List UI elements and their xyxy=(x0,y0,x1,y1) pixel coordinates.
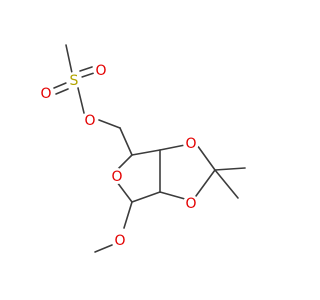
sulfur-label: S xyxy=(70,73,79,89)
bond-o-ring-c4 xyxy=(116,154,133,171)
bond-methyl-sulfur xyxy=(65,44,73,74)
bond-o-upper-cme2 xyxy=(196,144,216,171)
bond-o-ester-ch2 xyxy=(98,119,121,129)
bond-s-o-ester xyxy=(77,87,85,114)
methoxy-oxygen-label: O xyxy=(114,233,125,249)
bonds xyxy=(53,44,246,253)
sulfonyl-oxygen-lower: O xyxy=(38,85,54,102)
bond-c1-o-ring xyxy=(116,181,133,203)
sulfonyl-oxygen-upper: O xyxy=(93,62,109,79)
dioxolane-oxygen-upper: O xyxy=(183,135,199,152)
bond-c1-o-methoxy xyxy=(123,201,133,229)
dioxolane-oxygen-upper-label: O xyxy=(185,136,196,152)
bond-ch2-c4 xyxy=(119,127,133,156)
bond-s-o-lower-a xyxy=(53,82,67,89)
bond-cme2-o-lower xyxy=(195,169,216,197)
molecule-structure: S O O O O O O O xyxy=(38,44,246,253)
bond-c4-c3 xyxy=(131,149,161,156)
bond-o-methoxy-methyl xyxy=(94,244,113,253)
bond-s-o-upper-a xyxy=(79,66,93,72)
ester-oxygen-label: O xyxy=(84,113,95,129)
dioxolane-oxygen-lower: O xyxy=(183,195,199,212)
atom-labels: S O O O O O O O xyxy=(38,62,199,249)
ring-oxygen: O xyxy=(109,168,125,185)
sulfur-atom: S xyxy=(66,72,82,89)
bond-cme2-methyl-upper xyxy=(214,167,246,171)
sulfonyl-oxygen-upper-label: O xyxy=(95,63,106,79)
bond-c3-o-upper xyxy=(159,144,186,151)
bond-o-lower-c2 xyxy=(159,191,186,200)
bond-s-o-upper-b xyxy=(81,72,95,78)
bond-cme2-methyl-lower xyxy=(214,169,239,199)
dioxolane-oxygen-lower-label: O xyxy=(185,196,196,212)
sulfonyl-oxygen-lower-label: O xyxy=(40,86,51,102)
methoxy-oxygen: O xyxy=(112,232,128,249)
ester-oxygen: O xyxy=(82,112,98,129)
bond-c2-c1 xyxy=(131,191,161,203)
ring-oxygen-label: O xyxy=(111,169,122,185)
bond-s-o-lower-b xyxy=(55,88,69,95)
